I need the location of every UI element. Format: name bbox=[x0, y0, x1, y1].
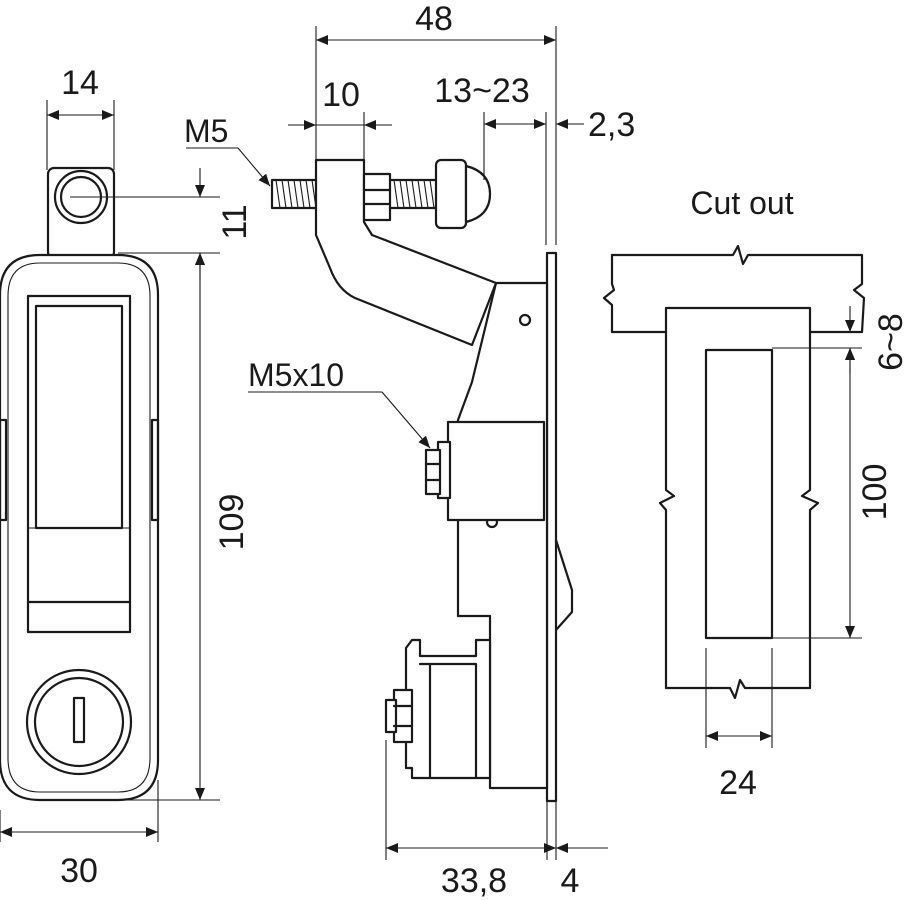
dim-flange: 2,3 bbox=[588, 106, 635, 144]
dim-cutout-width: 24 bbox=[719, 764, 757, 802]
dim-cutout-height: 100 bbox=[856, 464, 894, 521]
dim-grip-range: 13~23 bbox=[434, 72, 530, 110]
bottom-bracket bbox=[384, 638, 492, 780]
front-view bbox=[0, 100, 220, 842]
dim-overall-depth: 48 bbox=[415, 0, 453, 38]
label-thread-main: M5 bbox=[184, 113, 228, 149]
dim-base-depth: 33,8 bbox=[441, 862, 507, 900]
mid-bracket bbox=[424, 420, 546, 522]
dim-body-width: 30 bbox=[60, 852, 98, 890]
threaded-screw bbox=[270, 158, 492, 230]
dim-top-height: 11 bbox=[216, 204, 254, 239]
side-view bbox=[186, 26, 608, 860]
top-knob bbox=[46, 166, 116, 260]
dim-screw-offset: 10 bbox=[322, 76, 360, 114]
label-thread-secondary: M5x10 bbox=[248, 357, 344, 393]
handle-window bbox=[26, 294, 132, 634]
mounting-plate bbox=[545, 251, 558, 803]
cutout-view bbox=[602, 244, 866, 748]
cam-arm bbox=[314, 158, 498, 347]
label-cutout-title: Cut out bbox=[690, 185, 793, 221]
dim-plate-thickness: 4 bbox=[561, 862, 580, 900]
dim-handle-width-top: 14 bbox=[61, 64, 99, 102]
lock-cylinder bbox=[25, 668, 133, 776]
dim-cutout-range: 6~8 bbox=[872, 313, 906, 371]
dim-body-height: 109 bbox=[213, 494, 251, 551]
latch-housing bbox=[456, 281, 574, 790]
dimension-labels: 48 10 13~23 2,3 14 11 109 30 33,8 4 6~8 … bbox=[60, 0, 906, 900]
